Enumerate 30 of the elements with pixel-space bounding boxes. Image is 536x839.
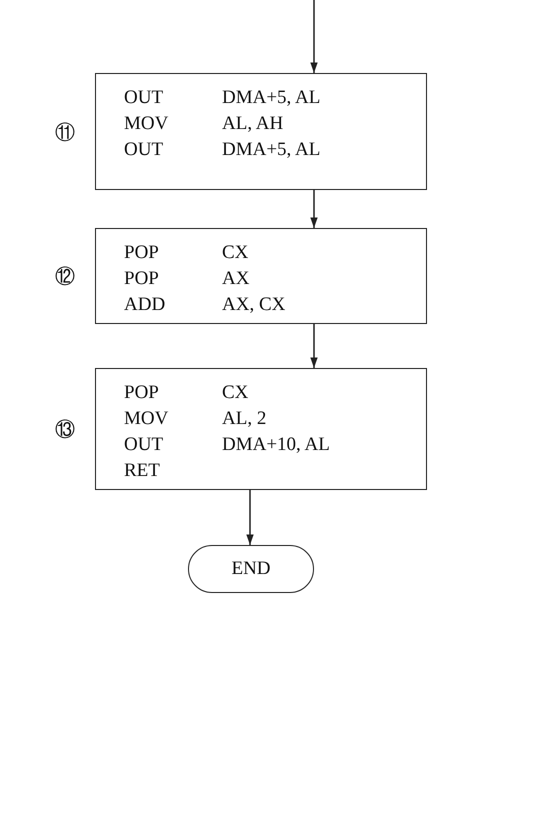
step-number: ⑬	[55, 418, 75, 443]
terminal-text: END	[231, 558, 271, 580]
flow-arrow	[310, 0, 318, 73]
instruction-operand: AL, AH	[222, 112, 284, 136]
step-number: ⑫	[55, 265, 75, 290]
instruction-operand: DMA+10, AL	[222, 433, 330, 457]
flow-arrow	[310, 190, 318, 228]
instruction-mnemonic: RET	[124, 459, 161, 483]
instruction-mnemonic: OUT	[124, 86, 164, 110]
flow-arrow	[310, 324, 318, 368]
process-box	[95, 228, 427, 324]
instruction-mnemonic: ADD	[124, 293, 166, 317]
instruction-mnemonic: POP	[124, 381, 160, 405]
step-number: ⑪	[55, 120, 75, 146]
instruction-operand: AX, CX	[222, 293, 286, 317]
instruction-operand: DMA+5, AL	[222, 138, 320, 162]
instruction-operand: CX	[222, 241, 250, 265]
instruction-mnemonic: OUT	[124, 138, 164, 162]
instruction-operand: DMA+5, AL	[222, 86, 320, 110]
instruction-mnemonic: MOV	[124, 407, 170, 431]
flow-arrow	[246, 490, 254, 545]
instruction-mnemonic: MOV	[124, 112, 170, 136]
process-box	[95, 73, 427, 190]
process-box	[95, 368, 427, 490]
instruction-operand: AX	[222, 267, 250, 291]
instruction-mnemonic: OUT	[124, 433, 164, 457]
instruction-operand: AL, 2	[222, 407, 268, 431]
instruction-operand: CX	[222, 381, 250, 405]
instruction-mnemonic: POP	[124, 267, 160, 291]
instruction-mnemonic: POP	[124, 241, 160, 265]
